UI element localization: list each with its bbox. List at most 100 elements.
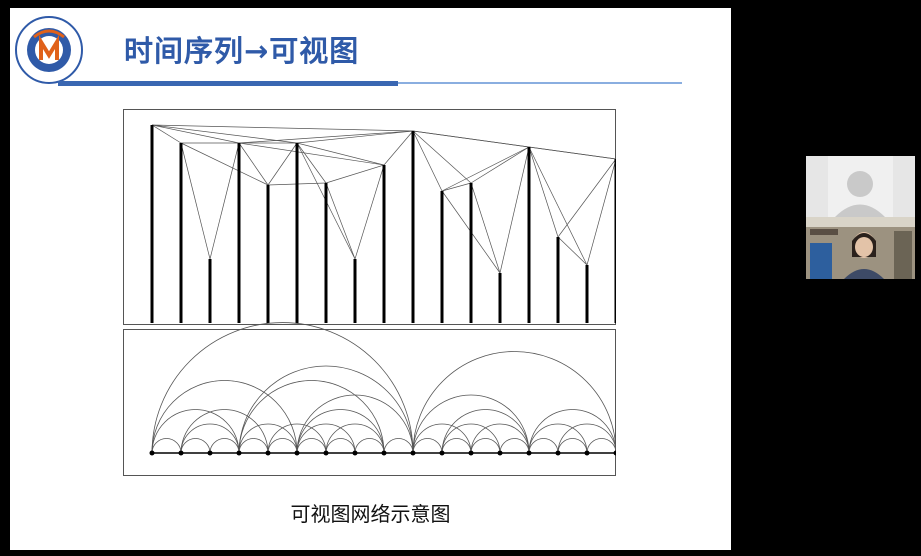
slide: 时间序列→可视图 可视图网络示意图 — [10, 8, 731, 550]
visibility-edge — [354, 164, 385, 260]
arc-edge — [238, 365, 414, 454]
graph-node — [439, 450, 445, 456]
visibility-edge — [267, 142, 298, 186]
arc-edge — [441, 423, 501, 454]
arc-diagram-panel — [123, 329, 616, 476]
visibility-edge — [557, 236, 588, 266]
visibility-edge — [557, 158, 616, 238]
arc-edge — [557, 438, 588, 454]
arc-edge — [499, 438, 530, 454]
camera-feed — [806, 217, 915, 279]
arc-edge — [325, 438, 356, 454]
arc-edge — [412, 394, 530, 454]
arc-edge — [412, 423, 472, 454]
arc-edge — [412, 351, 616, 454]
person-placeholder-icon — [828, 156, 893, 217]
visibility-edge — [296, 142, 385, 166]
visibility-edge — [151, 124, 240, 144]
graph-node — [584, 450, 590, 456]
visibility-edge — [151, 124, 414, 132]
visibility-edge — [586, 158, 616, 266]
graph-node — [497, 450, 503, 456]
arc-edge — [238, 438, 269, 454]
arc-edge — [325, 423, 385, 454]
arc-edge — [383, 438, 414, 454]
arc-edge — [209, 438, 240, 454]
arc-edge — [557, 423, 616, 454]
arc-edge — [354, 438, 385, 454]
arc-edge — [238, 423, 298, 454]
visibility-edge — [528, 146, 559, 238]
arc-edge — [528, 438, 559, 454]
arc-edge — [151, 380, 298, 454]
title-underline-light — [398, 82, 682, 84]
arc-edge — [238, 380, 385, 454]
arc-edge — [296, 438, 327, 454]
graph-node — [207, 450, 213, 456]
graph-node — [149, 450, 155, 456]
visibility-edge — [470, 182, 501, 274]
visibility-edge — [180, 142, 211, 260]
graph-node — [381, 450, 387, 456]
visibility-edge — [151, 124, 298, 144]
visibility-edge — [180, 142, 269, 186]
visibility-edge — [528, 146, 616, 160]
arc-edge — [470, 423, 530, 454]
graph-node — [323, 450, 329, 456]
visibility-edge — [470, 146, 530, 184]
university-logo — [15, 16, 83, 84]
visibility-edge — [238, 130, 414, 144]
graph-node — [613, 450, 616, 456]
visibility-edge — [499, 146, 530, 274]
graph-node — [526, 450, 532, 456]
arc-edge — [180, 438, 211, 454]
time-series-panel — [123, 109, 616, 325]
arc-edge — [296, 423, 356, 454]
visibility-edge — [441, 182, 472, 192]
arc-edge — [441, 438, 472, 454]
visibility-graph-figure — [123, 109, 616, 476]
arc-edge — [528, 409, 616, 454]
visibility-edge — [325, 164, 385, 184]
graph-node — [468, 450, 474, 456]
visibility-edge — [325, 182, 356, 260]
video-panel — [806, 156, 915, 279]
title-underline — [58, 81, 398, 86]
figure-caption: 可视图网络示意图 — [290, 502, 451, 526]
graph-node — [555, 450, 561, 456]
arc-edge — [412, 438, 443, 454]
arc-edge — [267, 438, 298, 454]
arc-edge — [151, 409, 240, 454]
arc-edge — [180, 423, 240, 454]
arc-edge — [586, 438, 616, 454]
arc-edge — [296, 394, 414, 454]
participant-camera[interactable] — [806, 217, 915, 279]
visibility-edge — [151, 124, 182, 144]
graph-node — [265, 450, 271, 456]
visibility-edge — [528, 146, 588, 266]
arc-edge — [151, 438, 182, 454]
arc-edge — [528, 423, 588, 454]
visibility-edge — [412, 130, 443, 192]
arc-edge — [441, 409, 530, 454]
visibility-edge — [209, 142, 240, 260]
arc-edge — [470, 438, 501, 454]
visibility-edge — [238, 142, 385, 166]
arc-edge — [296, 409, 385, 454]
slide-title: 时间序列→可视图 — [124, 34, 360, 68]
graph-node — [178, 450, 184, 456]
graph-node — [294, 450, 300, 456]
arc-edge — [180, 409, 269, 454]
arc-edge — [267, 423, 327, 454]
participant-tile[interactable] — [806, 156, 915, 217]
visibility-edge — [412, 130, 472, 184]
visibility-edge — [296, 142, 327, 184]
graph-node — [236, 450, 242, 456]
visibility-edge — [296, 130, 414, 144]
visibility-edge — [383, 130, 414, 166]
graph-node — [410, 450, 416, 456]
graph-node — [352, 450, 358, 456]
visibility-edge — [441, 146, 530, 192]
arc-edge — [151, 322, 414, 454]
visibility-edge — [238, 142, 269, 186]
